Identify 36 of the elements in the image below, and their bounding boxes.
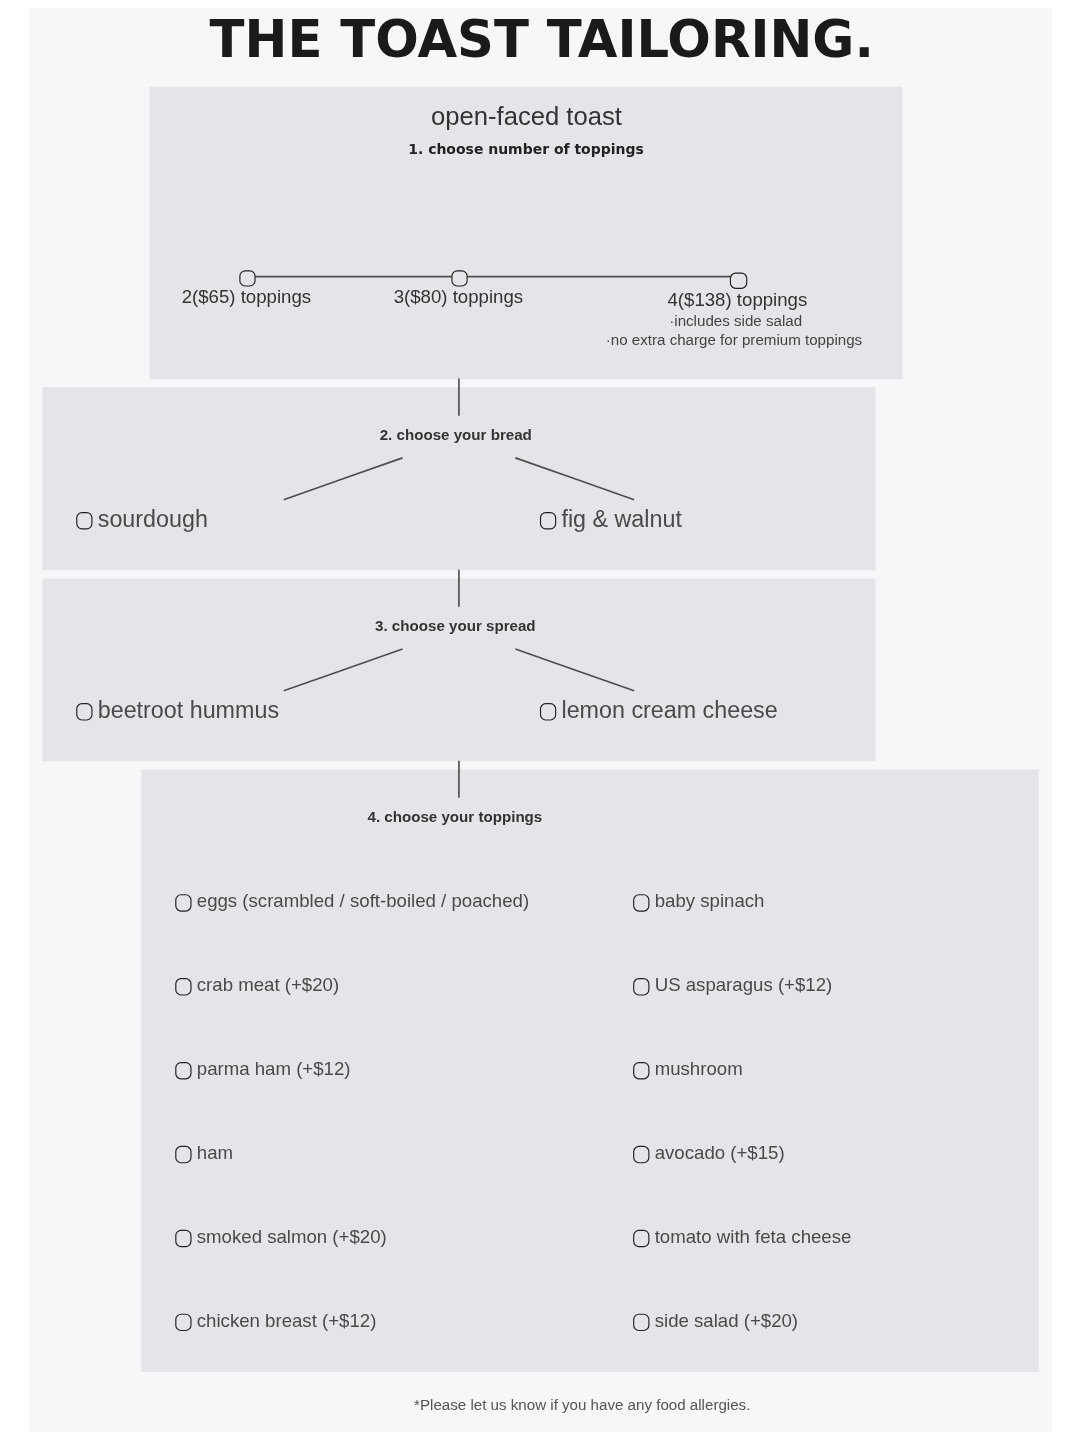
node-label: ·no extra charge for premium toppings	[605, 330, 862, 348]
connector	[457, 568, 460, 608]
cluster	[41, 387, 875, 571]
node-label: ·includes side salad	[668, 312, 802, 330]
connector	[514, 457, 635, 501]
node-label: beetroot hummus	[97, 696, 279, 723]
node-label: avocado (+$15)	[654, 1142, 785, 1164]
node-text: 4. choose your toppings	[366, 807, 542, 825]
connector	[457, 377, 460, 417]
node-text: 2. choose your bread	[379, 425, 532, 443]
connector	[457, 759, 460, 799]
node-label: baby spinach	[654, 890, 764, 912]
connector	[282, 648, 403, 692]
node-label: eggs (scrambled / soft-boiled / poached)	[196, 890, 529, 912]
node-label: 2($65) toppings	[181, 286, 311, 308]
node-label: ham	[196, 1142, 233, 1164]
node-label: lemon cream cheese	[560, 696, 778, 723]
node-label: 4($138) toppings	[667, 288, 807, 310]
node-label: 3($80) toppings	[393, 286, 523, 308]
cluster	[140, 769, 1039, 1372]
connector	[282, 457, 403, 501]
node-label: sourdough	[97, 505, 208, 532]
node-label: chicken breast (+$12)	[196, 1309, 376, 1331]
node-label: smoked salmon (+$20)	[196, 1225, 387, 1247]
node-text: 3. choose your spread	[374, 616, 536, 634]
node-label: tomato with feta cheese	[654, 1225, 851, 1247]
node-label: mushroom	[654, 1058, 743, 1080]
node-label: side salad (+$20)	[654, 1309, 798, 1331]
cluster	[41, 578, 875, 762]
node-label: fig & walnut	[560, 505, 682, 532]
node-label: crab meat (+$20)	[196, 974, 339, 996]
diagram-title: THE TOAST TAILORING.	[209, 9, 874, 70]
node-label: parma ham (+$12)	[196, 1058, 351, 1080]
label: *Please let us know if you have any food allergies.	[413, 1396, 750, 1414]
connector	[514, 648, 635, 692]
node-label: US asparagus (+$12)	[654, 974, 832, 996]
